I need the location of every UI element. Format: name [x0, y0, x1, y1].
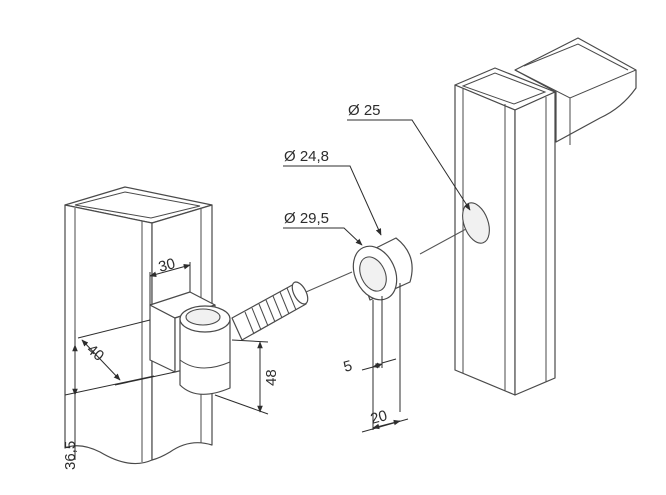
dim-bracket-depth: 40	[77, 319, 176, 386]
dim-bushing-inner: Ø 24,8	[283, 148, 382, 236]
dim-collar-thickness: 5	[342, 296, 397, 376]
dim-hinge-height: 48	[214, 339, 280, 415]
dim-hole-diameter: Ø 25	[347, 102, 471, 211]
dim-text-hole-diameter: Ø 25	[348, 102, 381, 119]
dim-text-hinge-height: 48	[263, 369, 280, 386]
dim-text-post-offset: 36,5	[62, 441, 79, 470]
dim-text-bushing-outer: Ø 29,5	[284, 210, 329, 227]
dim-text-collar-thickness: 5	[342, 357, 354, 376]
threaded-rod	[231, 281, 309, 341]
right-post	[454, 37, 637, 396]
dim-text-bracket-width: 30	[157, 255, 178, 276]
hinge-bracket	[149, 281, 309, 395]
dim-bushing-outer: Ø 29,5	[283, 210, 363, 246]
dim-text-bushing-length: 20	[369, 407, 390, 428]
dim-text-bushing-inner: Ø 24,8	[284, 148, 329, 165]
dim-bushing-length: 20	[361, 283, 409, 433]
dim-post-offset: 36,5	[62, 330, 155, 470]
center-axis	[305, 228, 467, 293]
bushing	[352, 237, 413, 301]
dim-bracket-width: 30	[149, 255, 191, 305]
